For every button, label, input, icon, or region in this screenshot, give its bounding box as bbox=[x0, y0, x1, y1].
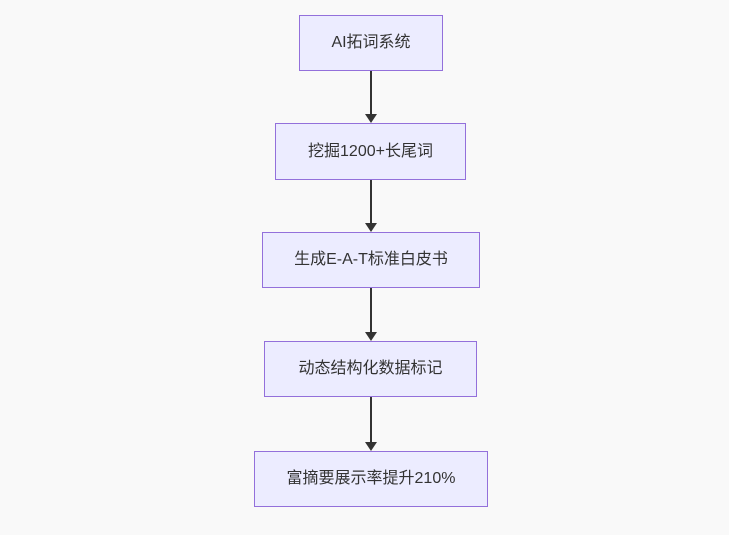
node-label: 挖掘1200+长尾词 bbox=[308, 142, 433, 160]
node-label: 生成E-A-T标准白皮书 bbox=[294, 251, 448, 268]
node-label: 富摘要展示率提升210% bbox=[286, 470, 456, 487]
arrowhead-down-icon bbox=[365, 442, 377, 451]
flow-node-rich-snippet-rate-increase: 富摘要展示率提升210% bbox=[254, 451, 488, 507]
edge-line bbox=[370, 397, 372, 442]
flow-node-generate-eat-whitepaper: 生成E-A-T标准白皮书 bbox=[262, 232, 480, 288]
edge-n4-n5 bbox=[364, 397, 378, 451]
flow-node-dynamic-structured-data-markup: 动态结构化数据标记 bbox=[264, 341, 477, 397]
edge-line bbox=[370, 288, 372, 332]
edge-n2-n3 bbox=[364, 180, 378, 232]
node-label: AI拓词系统 bbox=[331, 34, 411, 51]
flow-node-mine-longtail-keywords: 挖掘1200+长尾词 bbox=[275, 123, 466, 180]
edge-line bbox=[370, 71, 372, 114]
flow-node-ai-word-expansion-system: AI拓词系统 bbox=[299, 15, 443, 71]
edge-line bbox=[370, 180, 372, 223]
node-label: 动态结构化数据标记 bbox=[298, 360, 443, 377]
edge-n1-n2 bbox=[364, 71, 378, 123]
arrowhead-down-icon bbox=[365, 332, 377, 341]
edge-n3-n4 bbox=[364, 288, 378, 341]
arrowhead-down-icon bbox=[365, 223, 377, 232]
arrowhead-down-icon bbox=[365, 114, 377, 123]
